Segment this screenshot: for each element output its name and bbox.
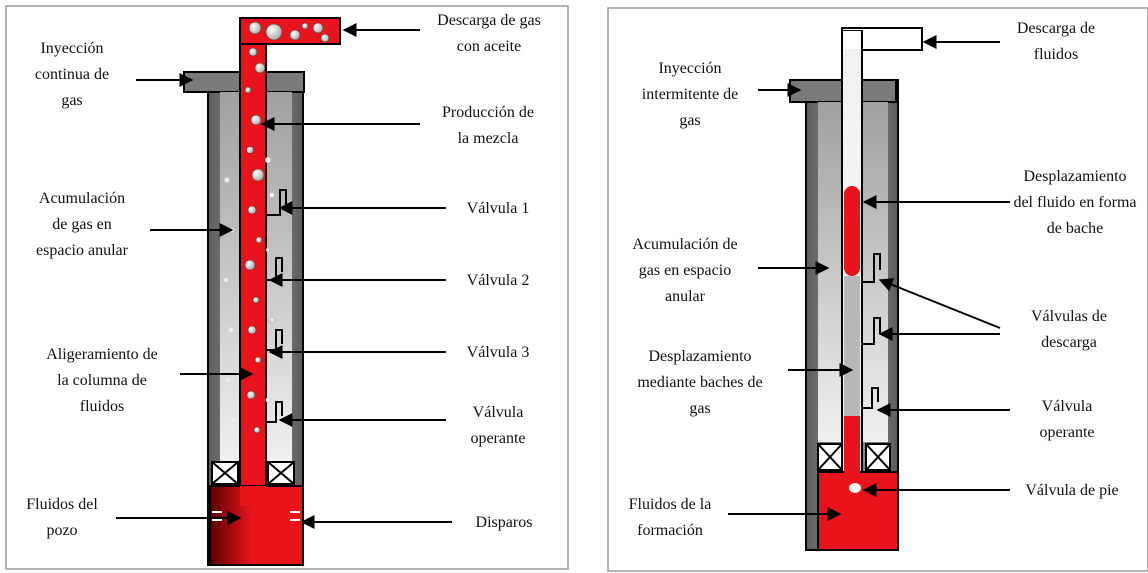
label-well-fluids: Fluidos del pozo bbox=[26, 496, 98, 539]
label-gas-oil-discharge: Descarga de gas con aceite bbox=[437, 12, 541, 55]
label-annulus-gas-accumulation: Acumulación de gas en espacio anular bbox=[36, 190, 128, 259]
label-fluid-discharge: Descarga de fluidos bbox=[1016, 20, 1096, 63]
label-unloading-valves: Válvulas de descarga bbox=[1031, 308, 1107, 351]
label-mixture-production: Producción de la mezcla bbox=[442, 104, 534, 147]
label-formation-fluids: Fluidos de la formación bbox=[628, 496, 712, 539]
label-operating-valve: Válvula operante bbox=[470, 404, 526, 447]
label-gas-slug-displacement: Desplazamiento mediante baches de gas bbox=[637, 348, 763, 417]
label-perforations: Disparos bbox=[475, 514, 533, 531]
left-packers bbox=[211, 461, 295, 485]
label-foot-valve: Válvula de pie bbox=[1025, 482, 1119, 499]
label-valve-1: Válvula 1 bbox=[466, 200, 530, 217]
label-intermittent-injection: Inyección intermitente de gas bbox=[641, 60, 739, 129]
label-slug-fluid-displacement: Desplazamiento del fluido en forma de ba… bbox=[1013, 168, 1137, 237]
label-valve-2: Válvula 2 bbox=[466, 272, 530, 289]
label-operating-valve-right: Válvula operante bbox=[1039, 398, 1095, 441]
left-arrows bbox=[116, 23, 452, 529]
left-well bbox=[183, 17, 341, 566]
label-continuous-injection: Inyección continua de gas bbox=[34, 40, 110, 109]
label-valve-3: Válvula 3 bbox=[466, 344, 530, 361]
right-well bbox=[789, 27, 923, 551]
label-annulus-gas-accumulation-right: Acumulación de gas en espacio anular bbox=[632, 236, 738, 305]
label-column-lightening: Aligeramiento de la columna de fluidos bbox=[46, 346, 158, 415]
right-arrows bbox=[728, 35, 1010, 521]
